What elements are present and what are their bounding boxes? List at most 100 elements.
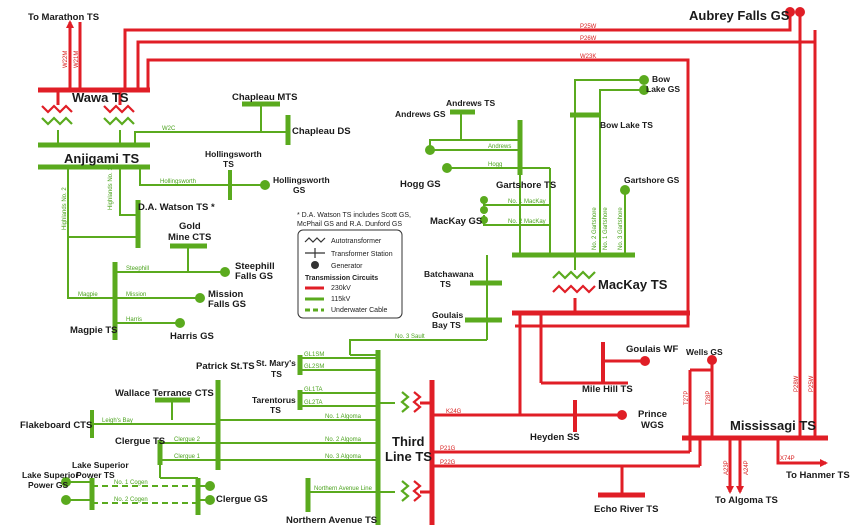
- a23p-label: A23P: [724, 460, 730, 475]
- mackay-ts-label: MacKay TS: [598, 277, 668, 292]
- svg-text:Falls GS: Falls GS: [208, 299, 246, 310]
- da-watson-label: D.A. Watson TS *: [138, 202, 215, 213]
- lake-superior-generator-icon: [61, 477, 71, 487]
- svg-text:Mine CTS: Mine CTS: [168, 232, 211, 243]
- mackay-2-label: No. 2 MacKay: [508, 219, 546, 225]
- algoma-3-label: No. 3 Algoma: [325, 454, 362, 460]
- clergue-ts-label: Clergue TS: [115, 436, 165, 447]
- svg-text:Falls GS: Falls GS: [235, 271, 273, 282]
- w21m-label: W21M: [74, 51, 80, 68]
- leighs-bay-label: Leigh's Bay: [102, 418, 133, 424]
- w23k-line: [146, 58, 690, 328]
- note-line-1: * D.A. Watson TS includes Scott GS,: [297, 212, 411, 219]
- hollingsworth-ts-label: Hollingsworth: [205, 149, 262, 159]
- hollingsworth-gs-label: Hollingsworth: [273, 175, 330, 185]
- bow-lake-gs-label: Bow: [652, 74, 670, 84]
- bow-lake-ts-label: Bow Lake TS: [600, 120, 653, 130]
- gl1sm-label: GL1SM: [304, 352, 324, 358]
- hollingsworth-circuit-label: Hollingsworth: [160, 179, 196, 185]
- echo-river-label: Echo River TS: [594, 504, 658, 515]
- wallace-label: Wallace Terrance CTS: [115, 388, 214, 399]
- patrick-label: Patrick St.TS: [196, 361, 255, 372]
- prince-label: Prince: [638, 409, 667, 420]
- p25w-label: P25W: [580, 24, 597, 30]
- andrews-gs-label: Andrews GS: [395, 109, 446, 119]
- clergue-2-label: Clergue 2: [174, 437, 201, 443]
- third-line-label: Third: [392, 434, 425, 449]
- autotransformer-legend-icon: [304, 237, 326, 243]
- svg-text:Bay TS: Bay TS: [432, 320, 461, 330]
- gartshore-3-label: No. 3 Gartshore: [618, 207, 624, 250]
- autotransformer-icon: [41, 104, 73, 114]
- mackay-gs-generator-icon: [480, 196, 488, 204]
- mission-label: Mission: [208, 289, 244, 300]
- heyden-label: Heyden SS: [530, 432, 580, 443]
- p28w-label: P28W: [794, 375, 800, 392]
- highlands-2-label: Highlands No. 2: [62, 187, 68, 230]
- mackay-gs-label: MacKay GS: [430, 216, 482, 227]
- legend-115kv: 115kV: [331, 296, 351, 303]
- p21g-label: P21G: [440, 446, 456, 452]
- mississagi-label: Mississagi TS: [730, 418, 816, 433]
- harris-label: Harris GS: [170, 331, 214, 342]
- clergue-gs-generator-icon: [205, 481, 215, 491]
- svg-text:TS: TS: [271, 369, 282, 379]
- generator-legend-icon: [311, 261, 319, 269]
- autotransformer-icon: [400, 480, 410, 502]
- to-marathon-label: To Marathon TS: [28, 12, 99, 23]
- gl2ta-label: GL2TA: [304, 400, 323, 406]
- andrews-gs-generator-icon: [425, 145, 435, 155]
- legend-230kv: 230kV: [331, 285, 351, 292]
- northern-avenue-label: Northern Avenue TS: [286, 515, 377, 526]
- wawa-label: Wawa TS: [72, 90, 129, 105]
- algoma-1-label: No. 1 Algoma: [325, 414, 362, 420]
- sault-3-label: No. 3 Sault: [395, 334, 425, 340]
- p26w-line: [136, 22, 802, 90]
- legend-box: [297, 229, 403, 319]
- t27p-label: T27P: [684, 391, 690, 405]
- flakeboard-label: Flakeboard CTS: [20, 420, 92, 431]
- northern-avenue-line-label: Northern Avenue Line: [314, 486, 373, 492]
- autotransformer-icon: [400, 391, 410, 413]
- steephill-label: Steephill: [235, 261, 275, 272]
- w2c-label: W2C: [162, 126, 176, 132]
- svg-text:Lake GS: Lake GS: [646, 84, 680, 94]
- gartshore-gs-generator-icon: [620, 185, 630, 195]
- wells-label: Wells GS: [686, 347, 723, 357]
- steephill-generator-icon: [220, 267, 230, 277]
- station-labels: To Marathon TS Aubrey Falls GS Wawa TS A…: [20, 8, 850, 526]
- x74p-label: X74P: [780, 456, 795, 462]
- circuit-labels: W22M W21M P25W P26W W23K W2C Hollingswor…: [62, 24, 815, 503]
- p22g-label: P22G: [440, 460, 456, 466]
- x74p-line: [776, 438, 828, 467]
- highlands-1-label: Highlands No. 1: [108, 167, 114, 210]
- red-generators: [617, 7, 805, 420]
- mile-hill-label: Mile Hill TS: [582, 384, 633, 395]
- autotransformers: [41, 104, 596, 502]
- t28p-label: T28P: [706, 391, 712, 405]
- andrews-circuit-label: Andrews: [488, 144, 511, 150]
- legend-autotransformer: Autotransformer: [331, 238, 382, 245]
- k24g-label: K24G: [446, 409, 462, 415]
- autotransformer-icon: [103, 104, 135, 114]
- magpie-label: Magpie TS: [70, 325, 118, 336]
- mackay-1-label: No. 1 MacKay: [508, 199, 546, 205]
- hogg-generator-icon: [442, 163, 452, 173]
- hollingsworth-gs-generator-icon: [260, 180, 270, 190]
- goulais-wf-label: Goulais WF: [626, 344, 678, 355]
- algoma-2-label: No. 2 Algoma: [325, 437, 362, 443]
- gartshore-1-label: No. 1 Gartshore: [603, 207, 609, 250]
- a24p-label: A24P: [744, 460, 750, 475]
- aubrey-falls-label: Aubrey Falls GS: [689, 8, 790, 23]
- magpie-circuit-label: Magpie: [78, 292, 98, 298]
- to-hanmer-label: To Hanmer TS: [786, 470, 850, 481]
- tarentorus-label: Tarentorus: [252, 395, 296, 405]
- gartshore-gs-label: Gartshore GS: [624, 175, 680, 185]
- footnote: * D.A. Watson TS includes Scott GS, McPh…: [297, 212, 411, 228]
- legend-heading: Transmission Circuits: [305, 275, 378, 282]
- clergue-1-label: Clergue 1: [174, 454, 201, 460]
- wells-gs-generator-icon: [707, 355, 717, 365]
- goulais-bay-label: Goulais: [432, 310, 463, 320]
- lake-superior-ts-label: Lake Superior: [72, 460, 129, 470]
